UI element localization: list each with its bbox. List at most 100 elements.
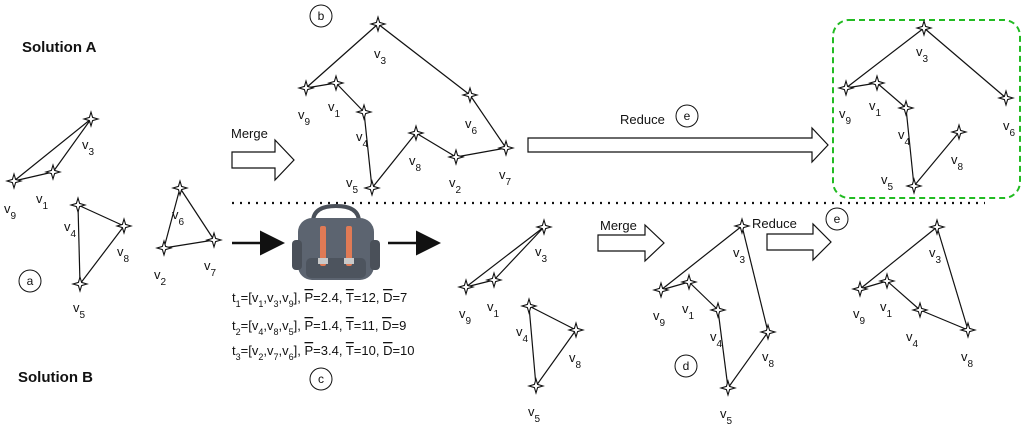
edge-d-v1-v4 (688, 281, 719, 311)
edge-b-v6-v7 (469, 94, 507, 149)
edge-c1-v9-v3 (465, 226, 545, 288)
vertex-label-e1-v6: v6 (1003, 118, 1016, 139)
edge-e1-v9-v3 (845, 27, 925, 89)
edge-a2-v6-v7 (179, 187, 215, 241)
vertex-label-b-v6: v6 (465, 116, 478, 137)
edge-a-v4-v5 (77, 204, 81, 285)
vertex-label-b-v3: v3 (374, 46, 387, 67)
vertex-d-v1 (680, 273, 698, 291)
vertex-e1-v3 (915, 19, 933, 37)
edge-c1-v1-v3 (493, 226, 545, 281)
vertex-e2-v8 (959, 321, 977, 339)
vertex-e1-v6 (997, 89, 1015, 107)
vertex-label-a2-v2: v2 (154, 267, 167, 288)
vertex-e2-v9 (851, 280, 869, 298)
vertex-b-v2 (447, 148, 465, 166)
vertex-label-b-v8: v8 (409, 153, 422, 174)
edge-b-v3-v6 (377, 23, 471, 96)
vertex-label-a-v5: v5 (73, 300, 86, 321)
vertex-a-v9 (5, 172, 23, 190)
vertex-c1-v5 (527, 377, 545, 395)
edge-d-v9-v1 (660, 281, 690, 291)
vertex-label-d-v5: v5 (720, 406, 733, 425)
vertex-e2-v1 (878, 272, 896, 290)
edge-d-v5-v8 (727, 331, 769, 389)
trip-line-2: t2=[v4,v8,v5], P=1.4, T=11, D=9 (232, 318, 406, 337)
vertex-label-d-v8: v8 (762, 349, 775, 370)
vertex-label-e2-v1: v1 (880, 299, 893, 320)
vertex-b-v5 (363, 179, 381, 197)
vertex-label-a2-v7: v7 (204, 258, 217, 279)
vertex-c1-v9 (457, 278, 475, 296)
edge-b-v8-v2 (415, 132, 457, 158)
edge-b-v9-v3 (305, 23, 379, 89)
reduce-label-a: Reduce (620, 112, 665, 127)
step-circle-b-1 (309, 4, 333, 28)
reduce-arrow-b (766, 222, 832, 262)
vertex-b-v6 (461, 86, 479, 104)
vertex-e1-v5 (905, 177, 923, 195)
vertex-label-c1-v4: v4 (516, 324, 529, 345)
vertex-d-v4 (709, 301, 727, 319)
edge-d-v4-v5 (717, 309, 729, 389)
vertex-label-e2-v4: v4 (906, 329, 919, 350)
vertex-label-c1-v1: v1 (487, 299, 500, 320)
edge-a2-v6-v2 (163, 187, 181, 249)
vertex-a-v4 (69, 196, 87, 214)
edge-e1-v4-v5 (905, 107, 915, 187)
edge-b-v4-v5 (363, 111, 373, 189)
graph-nodes (5, 15, 1015, 397)
trip-line-3: t3=[v2,v7,v6], P=3.4, T=10, D=10 (232, 343, 415, 362)
vertex-label-a-v9: v9 (4, 201, 17, 222)
step-label-c-2: c (318, 372, 324, 386)
vertex-e1-v4 (897, 99, 915, 117)
step-label-b-1: b (318, 9, 325, 23)
vertex-d-v9 (652, 281, 670, 299)
edge-e2-v4-v8 (919, 309, 969, 331)
edge-b-v5-v8 (371, 132, 417, 189)
merge-label-b: Merge (600, 218, 637, 233)
vertex-label-e1-v4: v4 (898, 127, 911, 148)
graph-edges (13, 23, 1007, 389)
vertex-a-v3 (82, 110, 100, 128)
edge-b-v2-v7 (455, 147, 507, 158)
vertex-label-c1-v3: v3 (535, 244, 548, 265)
vertex-label-a2-v6: v6 (172, 207, 185, 228)
step-circle-d-3 (674, 354, 698, 378)
vertex-d-v5 (719, 379, 737, 397)
edge-a-v9-v1 (13, 171, 54, 182)
vertex-label-e1-v8: v8 (951, 152, 964, 173)
edge-e2-v1-v4 (886, 280, 921, 311)
step-circle-e-4 (675, 104, 699, 128)
vertex-label-b-v1: v1 (328, 99, 341, 120)
vertex-label-e1-v5: v5 (881, 172, 894, 193)
edge-d-v3-v8 (741, 225, 769, 333)
merge-arrow-b (597, 223, 665, 263)
edge-e2-v3-v8 (936, 226, 969, 331)
edge-e1-v3-v6 (923, 27, 1007, 99)
vertex-e2-v4 (911, 301, 929, 319)
vertex-label-e1-v9: v9 (839, 106, 852, 127)
edge-c1-v5-v8 (535, 329, 577, 387)
vertex-label-d-v4: v4 (710, 329, 723, 350)
vertex-c1-v4 (520, 297, 538, 315)
edge-a-v5-v8 (79, 225, 125, 285)
vertex-e1-v8 (950, 123, 968, 141)
edge-a-v1-v3 (52, 118, 92, 173)
vertex-c1-v1 (485, 271, 503, 289)
vertex-a2-v2 (155, 239, 173, 257)
selected-solution-box (832, 19, 1021, 199)
edge-e1-v1-v4 (876, 82, 907, 109)
edge-a2-v2-v7 (163, 239, 215, 249)
backpack-icon (292, 203, 380, 280)
vertex-label-c1-v9: v9 (459, 306, 472, 327)
solution-b-heading: Solution B (18, 369, 93, 386)
step-label-e-5: e (834, 212, 841, 226)
vertex-label-a-v3: v3 (82, 137, 95, 158)
vertex-e1-v1 (868, 74, 886, 92)
edge-e1-v5-v8 (913, 131, 960, 187)
vertex-label-d-v9: v9 (653, 308, 666, 329)
vertex-a2-v6 (171, 179, 189, 197)
